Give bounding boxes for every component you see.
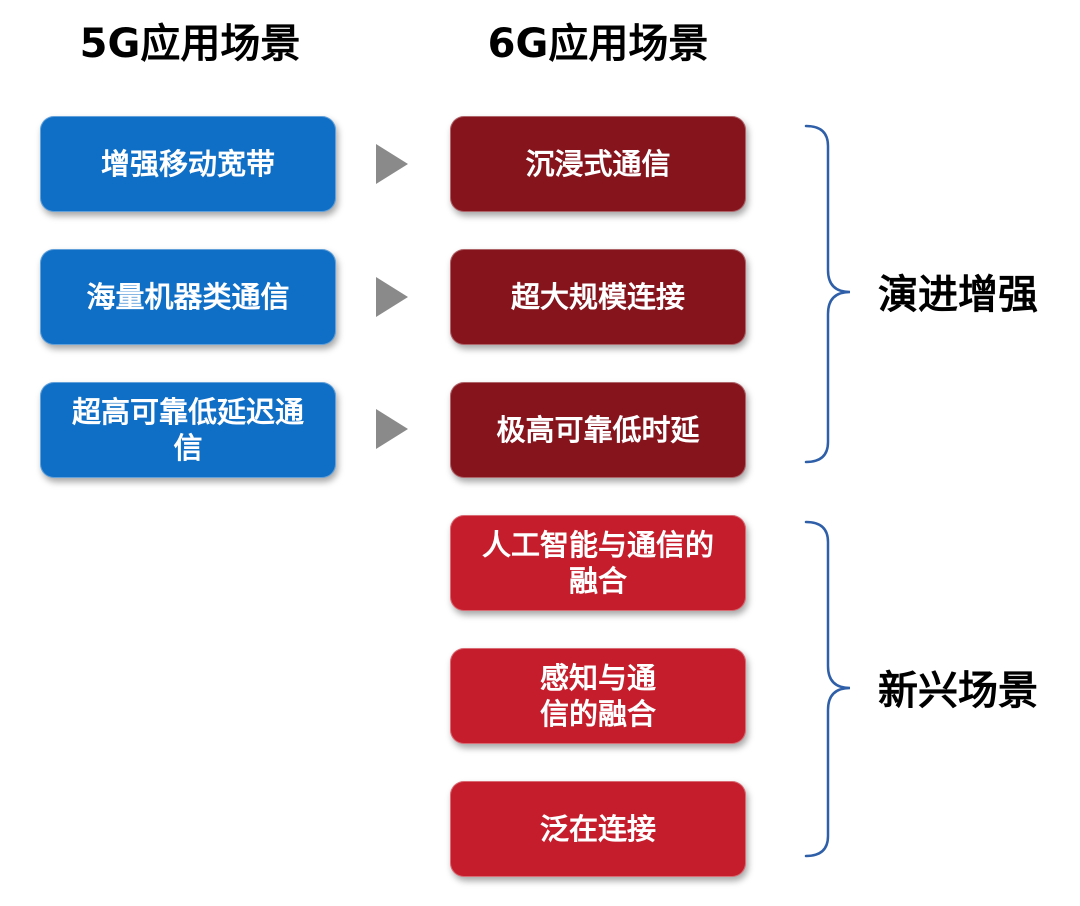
6g-scenario-label: 沉浸式通信 [525,147,671,181]
arrow-right-icon [376,144,408,184]
6g-scenario-sensing-communication: 感知与通信的融合 [450,648,746,744]
5g-scenario-label: 超高可靠低延迟通信 [71,395,304,465]
arrow-right-icon [376,277,408,317]
brace-emerging-icon [804,520,851,858]
6g-scenario-immersive: 沉浸式通信 [450,116,746,212]
6g-scenario-label: 泛在连接 [539,812,656,846]
5g-scenario-label: 海量机器类通信 [86,280,290,314]
6g-scenario-label: 感知与通信的融合 [539,661,656,731]
5g-scenario-mmtc: 海量机器类通信 [40,249,336,345]
heading-5g-scenarios: 5G应用场景 [79,21,301,67]
6g-scenario-label: 极高可靠低时延 [496,413,700,447]
6g-scenario-massive-connectivity: 超大规模连接 [450,249,746,345]
brace-evolution-icon [804,124,851,464]
6g-scenario-label: 超大规模连接 [510,280,685,314]
5g-scenario-label: 增强移动宽带 [100,147,275,181]
6g-scenario-ubiquitous-connectivity: 泛在连接 [450,781,746,877]
6g-scenario-label: 人工智能与通信的融合 [481,528,714,598]
5g-scenario-embb: 增强移动宽带 [40,116,336,212]
5g-scenario-urllc: 超高可靠低延迟通信 [40,382,336,478]
group-label-evolution: 演进增强 [878,272,1038,318]
heading-6g-scenarios: 6G应用场景 [487,21,709,67]
6g-scenario-ai-communication: 人工智能与通信的融合 [450,515,746,611]
arrow-right-icon [376,409,408,449]
6g-scenario-hrllc: 极高可靠低时延 [450,382,746,478]
group-label-emerging: 新兴场景 [878,668,1038,714]
